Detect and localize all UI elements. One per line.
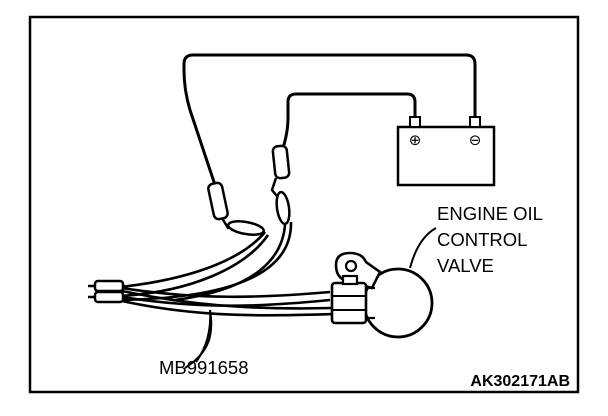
harness-end-connectors — [88, 279, 125, 304]
battery-negative-terminal — [469, 116, 481, 128]
figure-frame — [28, 15, 580, 394]
tool-leader-line — [195, 309, 212, 363]
test-harness — [119, 221, 335, 369]
valve-label-line1: ENGINE OIL — [437, 203, 543, 224]
battery-negative-symbol: ⊖ — [469, 132, 482, 149]
figure-code-label: AK302171AB — [470, 373, 570, 390]
battery-positive-terminal — [409, 116, 421, 128]
positive-lead-wire — [281, 92, 417, 149]
valve-connector — [330, 281, 368, 325]
tool-number-label: MB991658 — [159, 357, 248, 378]
engine-oil-control-valve — [330, 251, 434, 339]
valve-label-line3: VALVE — [437, 255, 494, 276]
left-clip-jaw — [226, 220, 266, 236]
valve-bolt-hole — [344, 259, 358, 273]
negative-test-clip — [207, 181, 237, 230]
battery: ⊕ ⊖ — [396, 116, 496, 187]
valve-label-line2: CONTROL — [437, 229, 527, 250]
negative-lead-wire — [182, 53, 477, 186]
valve-connector-latch — [341, 274, 359, 286]
positive-test-clip — [270, 144, 291, 201]
valve-leader-line — [409, 227, 437, 269]
battery-body — [396, 125, 496, 187]
battery-positive-symbol: ⊕ — [409, 132, 422, 149]
right-clip-jaw — [275, 190, 291, 226]
